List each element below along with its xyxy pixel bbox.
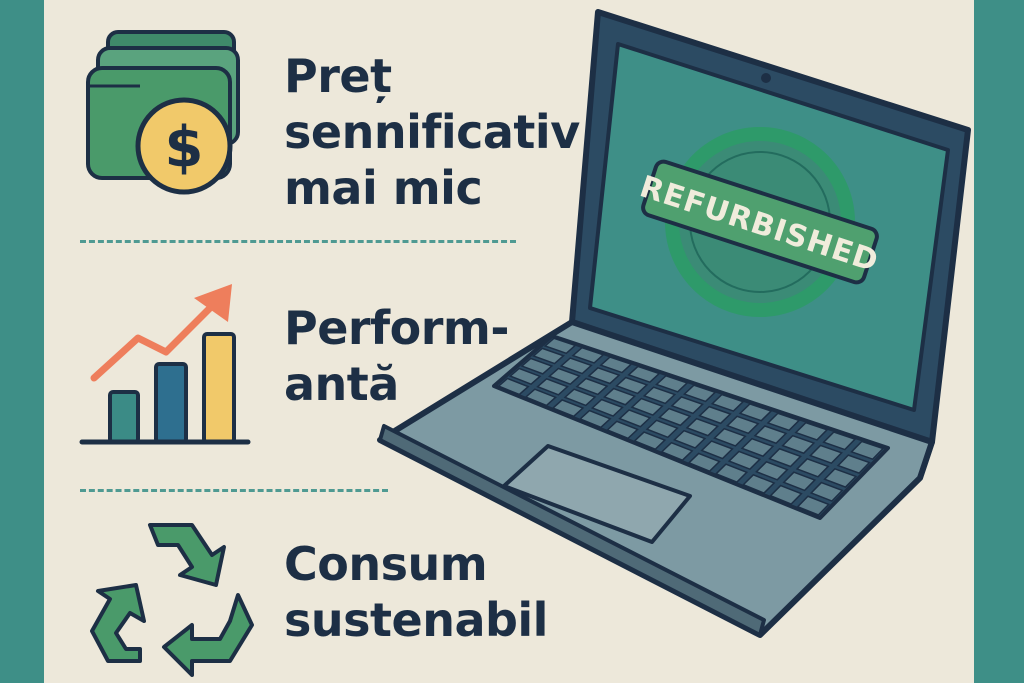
price-line-3: mai mic — [284, 161, 483, 215]
keyboard-key — [559, 357, 593, 375]
keyboard-key — [508, 367, 542, 386]
keyboard-key — [809, 481, 844, 502]
divider — [80, 489, 388, 492]
keyboard-key — [685, 417, 720, 437]
keyboard-key — [850, 440, 885, 461]
keyboard-key — [766, 412, 801, 432]
keyboard-key — [741, 473, 776, 494]
keyboard-key — [713, 427, 747, 447]
keyboard-key — [727, 450, 762, 471]
keyboard-key — [627, 365, 661, 384]
keyboard-key — [809, 444, 843, 465]
keyboard-key — [836, 454, 871, 474]
keyboard-key — [795, 457, 830, 478]
keyboard-key — [606, 420, 639, 440]
keyboard-key — [571, 346, 605, 364]
keyboard-key — [603, 387, 637, 406]
keyboard-key — [655, 374, 689, 393]
keyboard-key — [642, 386, 677, 405]
keyboard-key — [543, 337, 577, 355]
keyboard-key — [714, 463, 749, 484]
price-line-2: sennificativ — [284, 105, 580, 159]
keyboard-key — [768, 447, 802, 468]
keyboard-key — [670, 396, 704, 415]
keyboard-key — [551, 399, 585, 418]
keyboard-key — [520, 357, 554, 375]
consumption-line-2: sustenabil — [284, 593, 548, 647]
keyboard-key — [547, 367, 581, 386]
keyboard-key — [740, 437, 775, 458]
keyboard-key — [630, 397, 664, 416]
keyboard-key — [590, 398, 624, 417]
keyboard-key — [782, 471, 817, 492]
keyboard-key — [823, 467, 858, 488]
keyboard-key — [698, 405, 732, 425]
keyboard-key — [769, 484, 803, 505]
keyboard-key — [587, 366, 621, 385]
keyboard-key — [645, 419, 679, 439]
keyboard-key — [563, 388, 597, 407]
keyboard-key — [738, 403, 773, 422]
svg-text:$: $ — [165, 115, 204, 180]
keyboard-keys — [497, 337, 885, 516]
price-line-1: Preț — [284, 49, 392, 103]
consumption-line-1: Consum — [284, 537, 488, 591]
keyboard-key — [532, 347, 565, 365]
keyboard-key — [682, 384, 717, 403]
keyboard-key — [781, 434, 816, 455]
keyboard-key — [755, 460, 789, 481]
keyboard-key — [660, 441, 694, 462]
wallet-dollar-icon: $ — [86, 30, 240, 195]
keyboard-key — [794, 421, 829, 441]
price-feature-text: Preț sennificativ mai mic — [284, 48, 580, 216]
keyboard-key — [673, 429, 707, 449]
keyboard-key — [615, 376, 649, 395]
keyboard-key — [575, 377, 609, 396]
keyboard-key — [822, 431, 857, 451]
consumption-feature-text: Consum sustenabil — [284, 536, 548, 648]
keyboard-key — [633, 431, 667, 451]
divider — [80, 240, 516, 243]
performance-line-1: Perform- — [284, 301, 509, 355]
keyboard-key — [599, 356, 633, 374]
keyboard-key — [796, 495, 831, 516]
growth-chart-icon — [79, 284, 251, 445]
keyboard-key — [497, 377, 530, 396]
refurbished-stamp: REFURBISHED — [636, 127, 883, 317]
keyboard-key — [524, 388, 557, 407]
keyboard-key — [687, 452, 721, 473]
keyboard-key — [618, 409, 652, 428]
keyboard-key — [578, 409, 612, 429]
recycle-icon — [90, 523, 254, 677]
keyboard-key — [700, 440, 734, 460]
keyboard-key — [536, 377, 569, 396]
laptop-icon: REFURBISHED — [377, 9, 971, 638]
performance-line-2: antă — [284, 357, 399, 411]
keyboard-key — [658, 407, 692, 427]
keyboard-key — [710, 393, 745, 412]
performance-feature-text: Perform- antă — [284, 300, 509, 412]
keyboard-key — [725, 415, 760, 435]
keyboard-key — [753, 425, 788, 445]
